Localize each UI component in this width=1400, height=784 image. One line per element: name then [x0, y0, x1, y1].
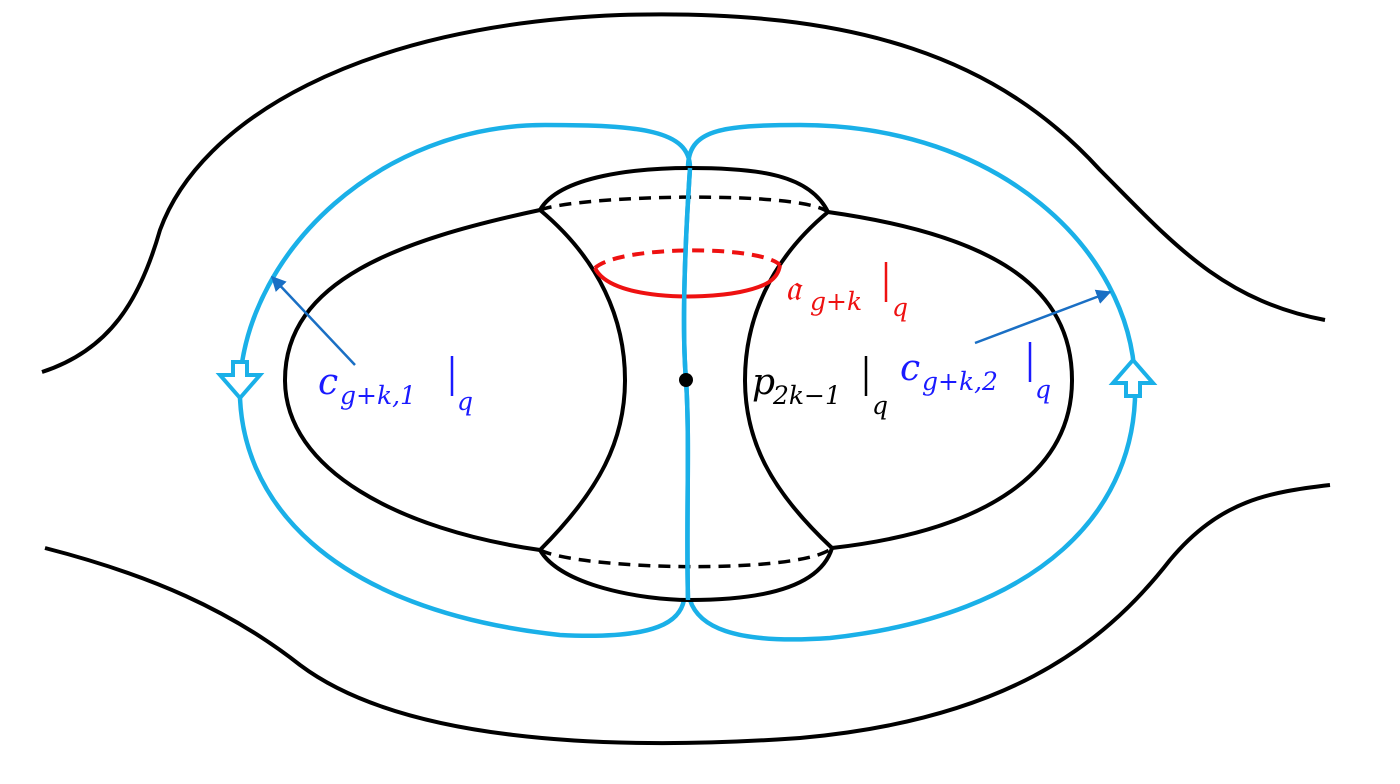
label-point-sub: 2k−1 — [772, 381, 841, 410]
label-c2: c g+k,2 q — [900, 342, 1051, 404]
label-c1-base: c — [318, 362, 338, 403]
label-point-restrict: q — [872, 391, 888, 420]
label-c1-sub: g+k,1 — [340, 381, 416, 410]
label-point-base: p — [752, 362, 775, 403]
label-a-restrict: q — [892, 293, 908, 322]
pointer-c2 — [974, 289, 1112, 345]
right-hole-outline — [742, 209, 1075, 551]
label-c2-restrict: q — [1035, 375, 1051, 404]
label-c2-sub: g+k,2 — [922, 367, 998, 396]
neck-top-front — [538, 165, 830, 213]
neck-bottom-front — [538, 547, 834, 603]
label-point: p 2k−1 q — [752, 356, 888, 420]
left-hole-outline — [282, 207, 628, 553]
label-a-curve: 𝔞 g+k q — [785, 262, 908, 322]
label-a-sub: g+k — [810, 287, 862, 316]
outer-surface-bottom — [44, 483, 1331, 746]
down-arrow-icon — [215, 360, 265, 402]
curve-a-front — [593, 264, 782, 299]
curve-c-left — [237, 122, 693, 638]
label-a-base: 𝔞 — [785, 268, 803, 309]
label-c1-restrict: q — [457, 387, 473, 416]
up-arrow-icon — [1108, 356, 1158, 398]
label-c1: c g+k,1 q — [318, 356, 473, 416]
point-p — [679, 373, 693, 387]
label-c2-base: c — [900, 348, 920, 389]
pointer-c1 — [270, 275, 356, 366]
neck-top-back — [539, 195, 830, 214]
outer-surface-top — [41, 12, 1326, 374]
